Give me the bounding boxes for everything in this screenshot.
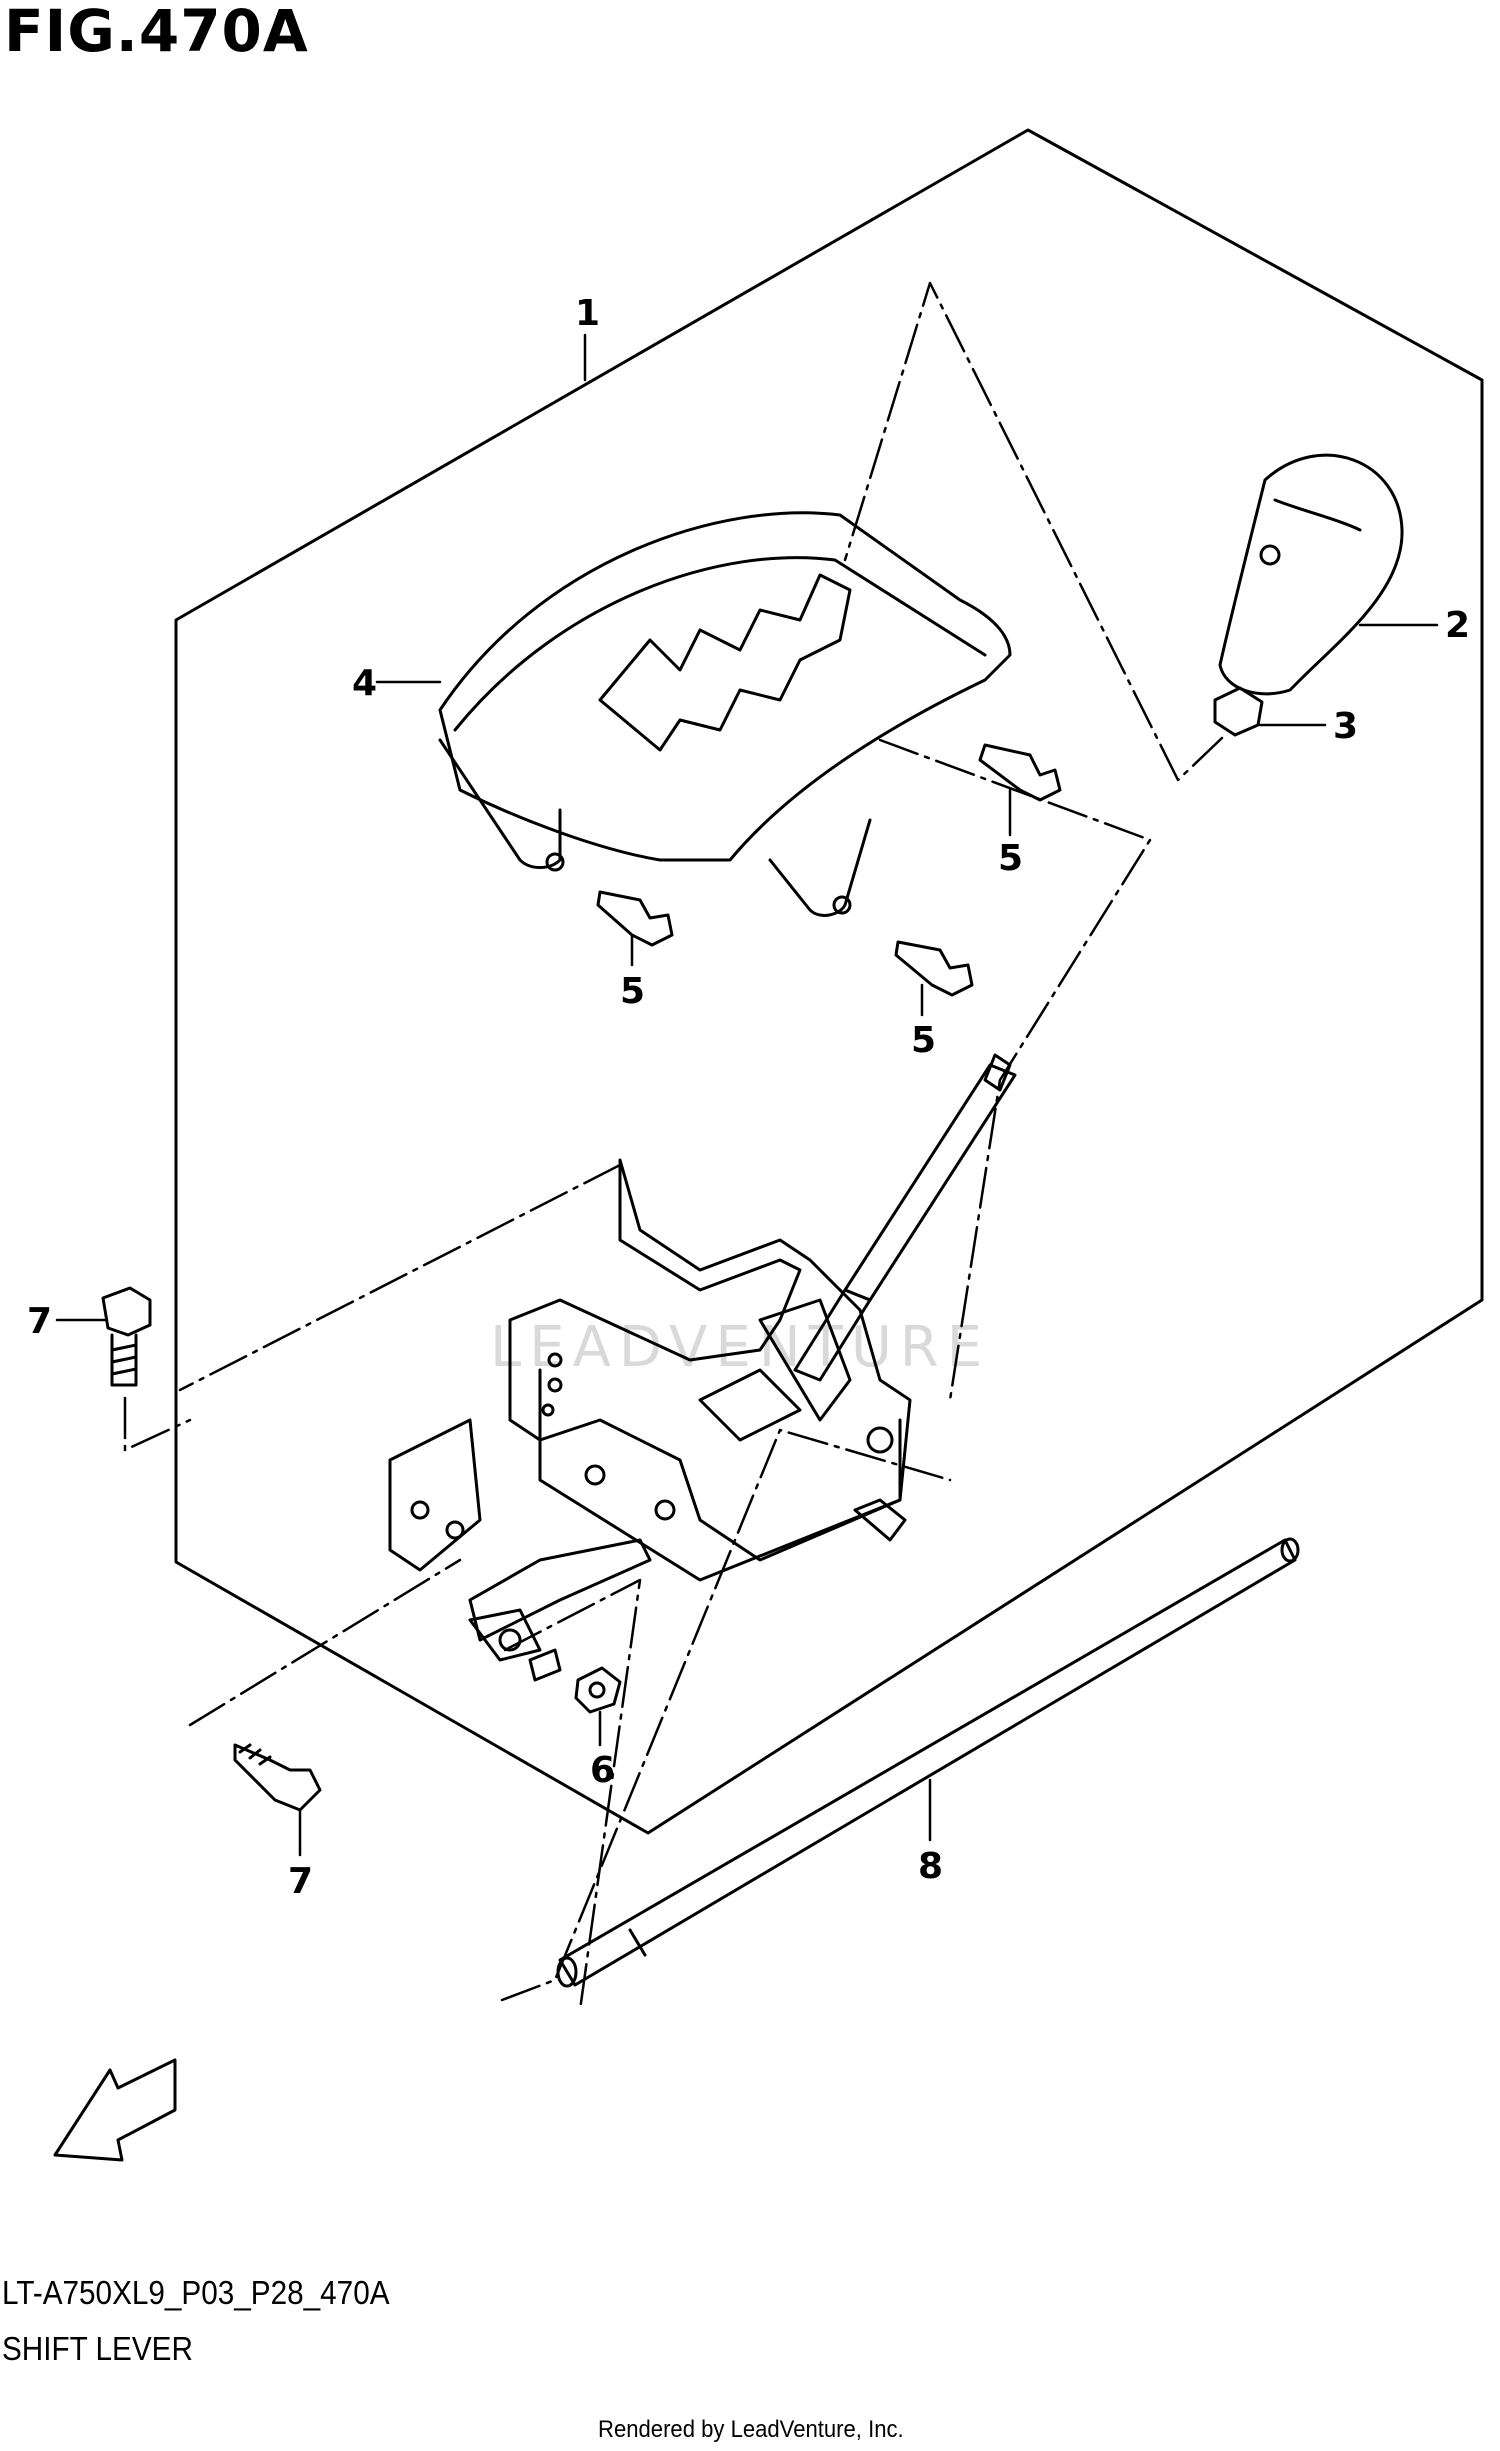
shift-rod [556,1537,1300,1988]
gate-cover [438,511,1012,917]
figure-title: FIG.470A [4,0,309,65]
callout-5b: 5 [620,971,645,1012]
callout-8: 8 [918,1846,943,1887]
nut-6 [574,1666,622,1714]
callout-2: 2 [1445,605,1470,646]
callout-5c: 5 [911,1020,936,1061]
callout-7b: 7 [288,1861,313,1902]
callout-1: 1 [575,293,600,334]
callout-7a: 7 [27,1301,52,1342]
callout-3: 3 [1333,706,1358,747]
bolt-7-lower [233,1743,322,1812]
callout-5a: 5 [998,838,1023,879]
figure-name: SHIFT LEVER [2,2330,193,2367]
callout-labels: 1 2 3 4 5 5 5 6 7 7 8 FWD [27,293,1470,2140]
rendered-by: Rendered by LeadVenture, Inc. [598,2416,904,2443]
watermark-text: LEADVENTURE [490,1315,991,1380]
assembly-outline [174,128,1484,1835]
screws [596,743,1062,997]
callout-6: 6 [590,1750,615,1791]
shift-knob [1213,453,1404,737]
dash-dot-leaders [123,281,1224,2012]
leader-lines [55,333,1439,1857]
bolt-7-upper [101,1286,152,1387]
callout-4: 4 [352,663,377,704]
shifter-housing [388,1158,912,1682]
figure-code: LT-A750XL9_P03_P28_470A [2,2274,390,2311]
shift-lever-rod [793,1053,1017,1382]
fwd-arrow [53,2058,177,2162]
